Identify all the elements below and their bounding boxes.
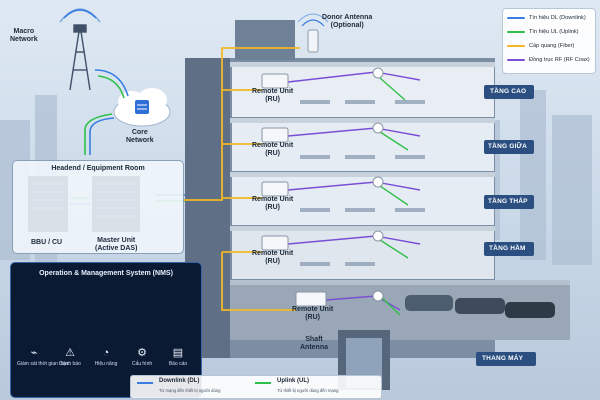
dl-sub: Từ mạng đến thiết bị người dùng [159,388,221,393]
donor-antenna-label: Donor Antenna (Optional) [322,14,373,29]
headend-room: Headend / Equipment Room BBU / CU Master… [12,160,184,254]
nms-config[interactable]: ⚙Cấu hình [125,347,159,367]
donor-antenna [297,13,329,53]
ul-label: Uplink (UL) [277,378,309,384]
rf-signal-links [379,77,409,316]
monitor-icon: ⌁ [30,347,38,359]
nms-title: Operation & Management System (NMS) [39,270,173,277]
core-cloud [113,88,171,127]
signal-legend: Tín hiệu DL (Downlink) Tín hiệu UL (Upli… [502,8,596,74]
gear-icon: ⚙ [137,347,147,359]
floor-tag-low: TẦNG THẤP [488,198,528,205]
core-network-label: Core Network [126,129,154,144]
remote-unit-basement: Remote Unit(RU) [252,250,294,265]
floor-tag-high: TẦNG CAO [490,88,527,95]
legend-coax: Đồng trục RF (RF Coax) [507,55,590,65]
direction-legend: Downlink (DL) Từ mạng đến thiết bị người… [130,375,382,399]
macro-network-label: Macro Network [10,28,38,43]
macro-tower [59,8,101,91]
nms-alarm[interactable]: ⚠Cảnh báo [53,347,87,367]
floor-tag-elevator: THANG MÁY [482,355,524,362]
remote-unit-low: Remote Unit(RU) [252,196,294,211]
legend-ul: Tín hiệu UL (Uplink) [507,27,579,37]
master-unit-label: Master Unit (Active DAS) [95,237,138,252]
headend-title: Headend / Equipment Room [51,165,145,172]
fiber-trunk [182,47,300,311]
shaft-antenna-label: Shaft Antenna [300,336,328,351]
floor-tag-mid: TẦNG GIỮA [488,143,527,150]
remote-unit-mid: Remote Unit(RU) [252,142,294,157]
gauge-icon: ◔ [102,347,110,359]
roof-structure [235,20,295,60]
floor-tag-basement: TẦNG HẦM [489,245,526,252]
bbu-label: BBU / CU [31,239,63,246]
nms-monitor[interactable]: ⌁Giám sát thời gian thực [17,347,70,367]
parked-cars [405,295,555,318]
remote-unit-parking: Remote Unit(RU) [292,306,334,321]
remote-unit-high: Remote Unit(RU) [252,88,294,103]
legend-fiber: Cáp quang (Fiber) [507,41,574,51]
dl-label: Downlink (DL) [159,378,200,384]
warning-icon: ⚠ [65,347,75,359]
report-icon: ▤ [172,347,184,359]
ceiling-antennas [372,67,384,302]
legend-dl: Tín hiệu DL (Downlink) [507,13,586,23]
nms-performance[interactable]: ◔Hiệu năng [89,347,123,367]
nms-report[interactable]: ▤Báo cáo [161,347,195,367]
ul-sub: Từ thiết bị người dùng đến mạng [277,388,339,393]
office-furniture [300,100,425,266]
remote-units [261,73,327,307]
